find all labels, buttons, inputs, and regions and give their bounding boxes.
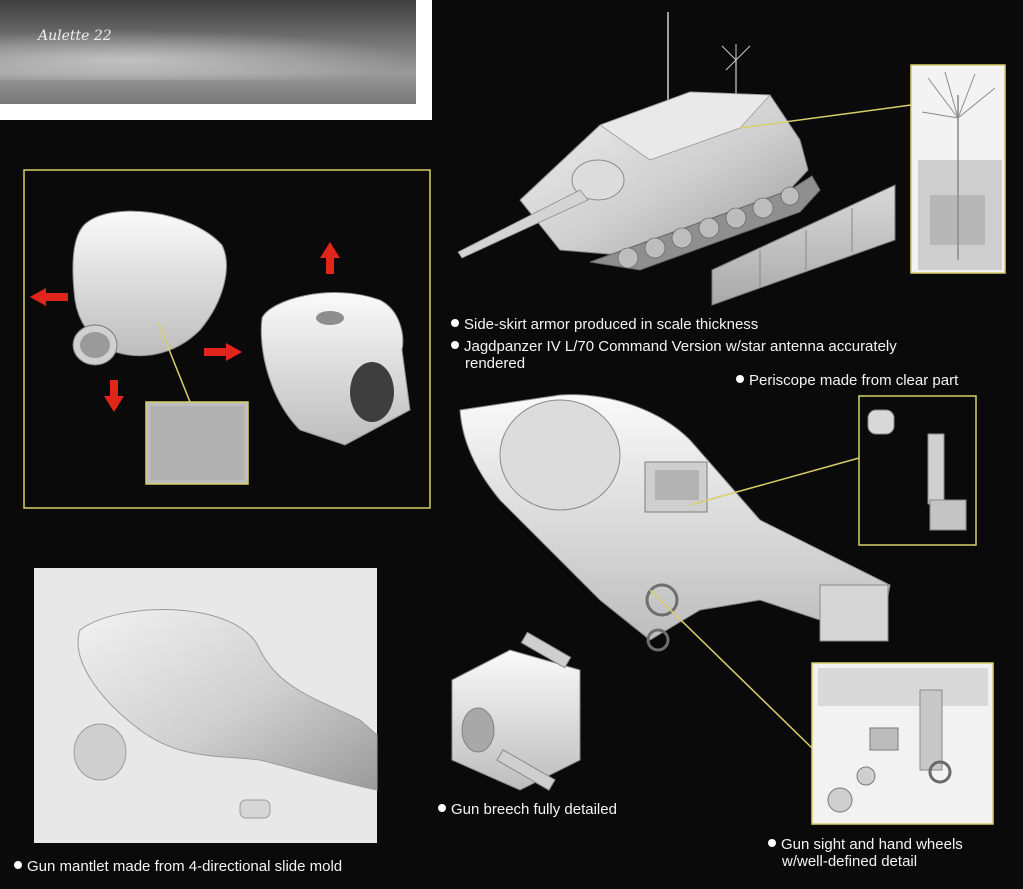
battlefield-photo: Aulette 22 [0, 0, 416, 104]
caption-side-skirt: Side-skirt armor produced in scale thick… [451, 316, 758, 333]
caption-gun-sight: Gun sight and hand wheels [768, 836, 963, 853]
caption-command-version: Jagdpanzer IV L/70 Command Version w/sta… [451, 338, 897, 355]
bullet-icon [451, 319, 459, 327]
caption-gun-mantlet: Gun mantlet made from 4-directional slid… [14, 858, 342, 875]
gun-breech-assembly [459, 394, 891, 652]
artist-signature: Aulette 22 [38, 28, 112, 44]
caption-text: Gun sight and hand wheels [781, 836, 963, 853]
slide-direction-arrows [30, 242, 340, 412]
tank-model [457, 12, 896, 306]
breech-part [451, 631, 581, 791]
caption-text: rendered [465, 355, 526, 372]
periscope-inset [858, 395, 977, 546]
caption-text: Gun breech fully detailed [451, 801, 617, 818]
periscope-callout-line [689, 457, 860, 506]
bullet-icon [438, 804, 446, 812]
caption-gun-breech: Gun breech fully detailed [438, 801, 617, 818]
antenna-callout-line [739, 104, 912, 129]
caption-text: Side-skirt armor produced in scale thick… [464, 316, 759, 333]
photo-strip: Aulette 22 [0, 0, 432, 120]
caption-periscope: Periscope made from clear part [736, 372, 958, 389]
bullet-icon [768, 839, 776, 847]
caption-text: Jagdpanzer IV L/70 Command Version w/sta… [464, 338, 897, 355]
gun-sight-inset [811, 662, 994, 825]
caption-text: Periscope made from clear part [749, 372, 959, 389]
mantlet-parts-panel [23, 169, 431, 509]
bullet-icon [14, 861, 22, 869]
antenna-detail-inset [910, 64, 1006, 274]
caption-command-version-line2: rendered [465, 355, 525, 372]
gun-sight-callout-line [649, 589, 813, 749]
bullet-icon [736, 375, 744, 383]
photo-haze [0, 30, 416, 80]
mantlet-closeup-photo [34, 568, 378, 843]
caption-text: w/well-defined detail [782, 853, 918, 870]
caption-text: Gun mantlet made from 4-directional slid… [27, 858, 343, 875]
caption-gun-sight-line2: w/well-defined detail [782, 853, 917, 870]
bullet-icon [451, 341, 459, 349]
